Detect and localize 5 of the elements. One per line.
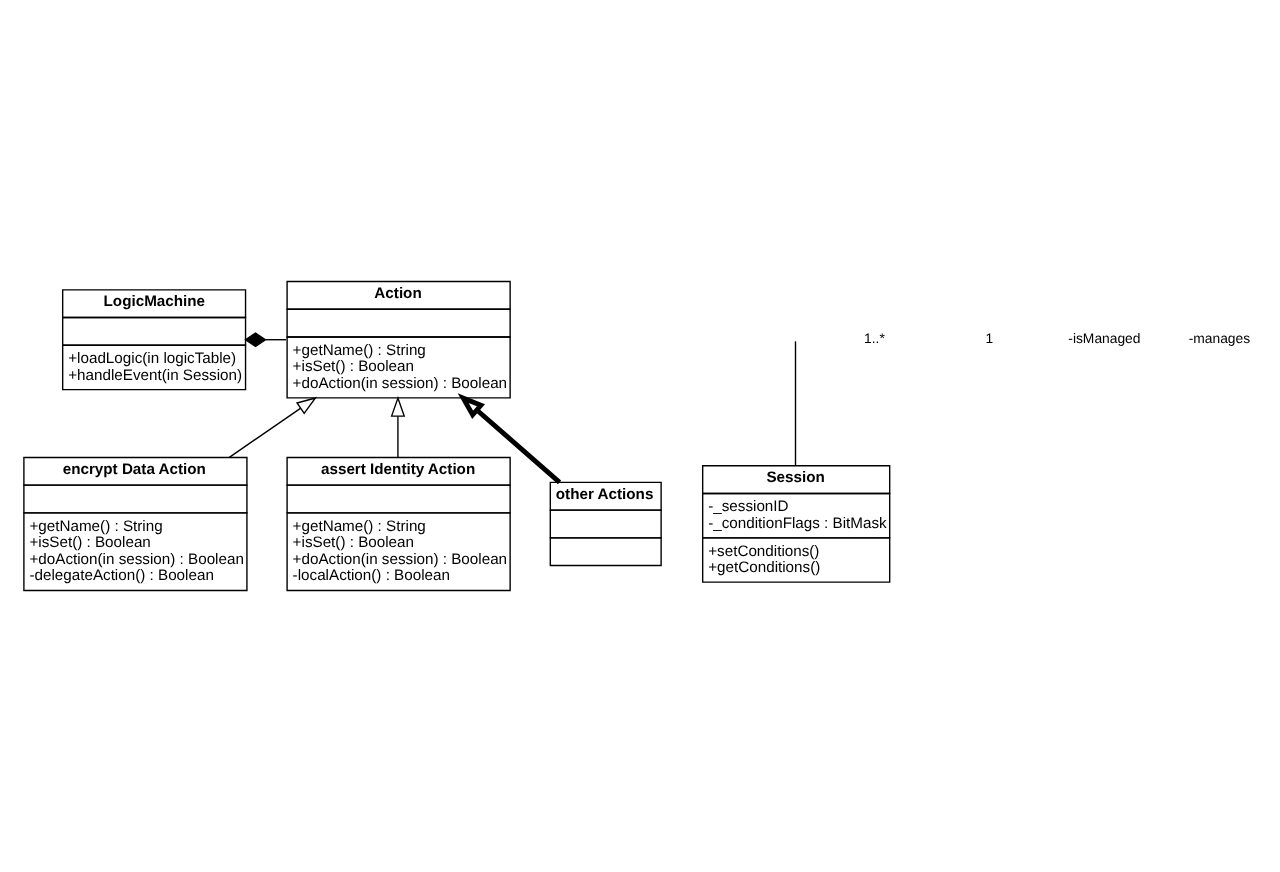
connector bbox=[794, 340, 797, 467]
arrow bbox=[228, 396, 318, 458]
connector bbox=[244, 332, 287, 348]
arrow bbox=[457, 393, 562, 485]
arrow bbox=[390, 396, 406, 458]
